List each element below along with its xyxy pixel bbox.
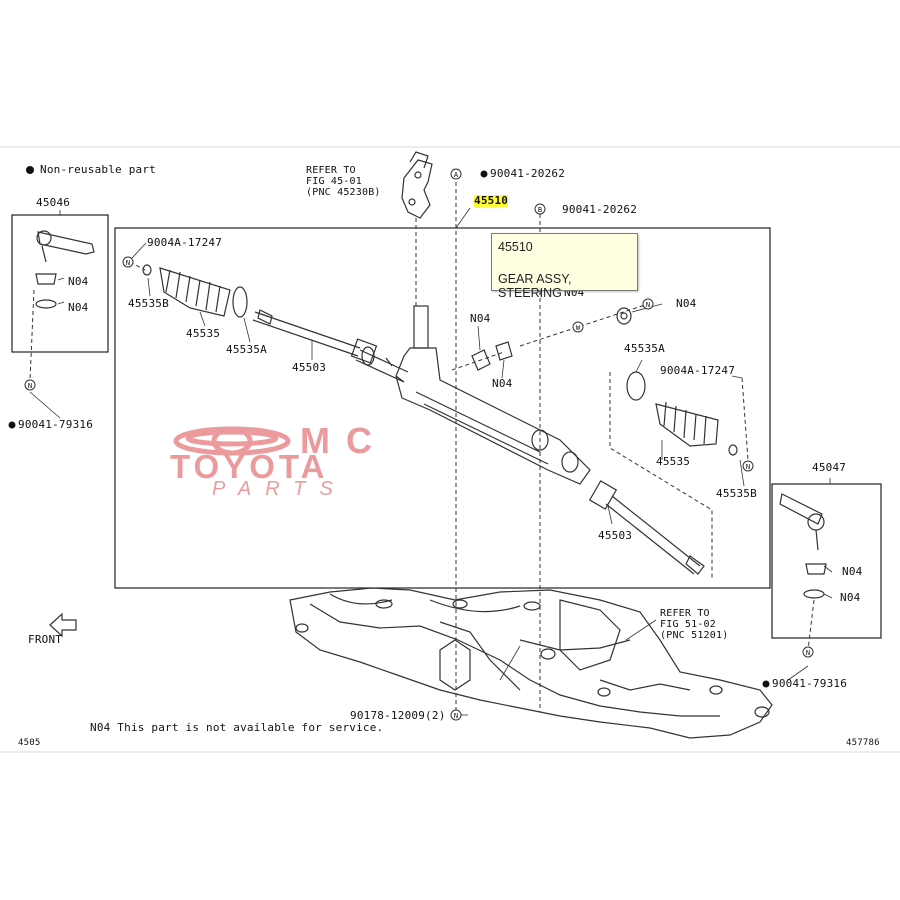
callout-n-bottom — [450, 709, 462, 721]
svg-text:N: N — [746, 463, 750, 471]
tie-rod-end-right-illustration — [779, 493, 827, 599]
callout-n-right — [802, 646, 814, 658]
svg-text:N: N — [28, 382, 32, 390]
toyota-logo-icon — [173, 426, 291, 456]
svg-text:W: W — [576, 324, 581, 332]
leader-lines — [29, 206, 833, 716]
boot-right-illustration — [626, 371, 738, 456]
part-90041-20262-a[interactable]: 90041-20262 — [490, 167, 566, 180]
part-9004a-right[interactable]: 9004A-17247 — [660, 364, 736, 377]
part-45047[interactable]: 45047 — [812, 461, 847, 474]
part-90041-20262-b[interactable]: 90041-20262 — [562, 203, 638, 216]
dashed-connectors — [29, 182, 815, 715]
tooltip-description: GEAR ASSY, STEERING — [498, 272, 572, 300]
non-reusable-dot-icon — [26, 166, 34, 174]
front-arrow-icon — [49, 612, 77, 638]
main-assembly-box — [114, 227, 771, 589]
steering-joint-illustration — [401, 151, 433, 219]
ref-line: FIG 45-01 — [306, 176, 362, 187]
tooltip-part-number: 45510 — [498, 240, 533, 254]
part-90041-79316-left[interactable]: 90041-79316 — [18, 418, 94, 431]
refer-to-fig-51-02[interactable]: REFER TO FIG 51-02 (PNC 51201) — [660, 608, 728, 641]
callout-n-right-mid — [642, 298, 654, 310]
svg-text:N: N — [646, 301, 650, 309]
boot-left-illustration — [142, 264, 248, 318]
ref-line: REFER TO — [306, 165, 356, 176]
tie-rod-left-illustration — [252, 309, 378, 364]
part-45535b-left[interactable]: 45535B — [128, 297, 169, 310]
callout-w — [572, 321, 584, 333]
legend-text: Non-reusable part — [40, 163, 156, 176]
svg-text:A: A — [454, 171, 459, 179]
callout-n-9004a-right — [742, 460, 754, 472]
watermark-parts: PARTS — [212, 478, 347, 500]
part-45503-left[interactable]: 45503 — [292, 361, 327, 374]
part-n04-mid[interactable]: N04 — [470, 312, 491, 325]
ref-line: (PNC 45230B) — [306, 187, 381, 198]
footer-note-code: N04 — [90, 721, 111, 734]
part-9004a-left[interactable]: 9004A-17247 — [147, 236, 223, 249]
tie-rod-end-left-illustration — [35, 230, 95, 309]
part-tooltip: 45510 GEAR ASSY, STEERING — [491, 233, 638, 300]
subframe-illustration — [289, 587, 773, 739]
watermark-mc: MC — [300, 420, 388, 461]
tie-rod-right-illustration — [588, 480, 705, 575]
part-n04-right[interactable]: N04 — [676, 297, 697, 310]
footer-right-code: 457786 — [846, 738, 880, 748]
footer-note-text: This part is not available for service. — [117, 721, 384, 734]
tie-rod-end-left-box — [11, 214, 109, 353]
steering-gear-illustration — [355, 305, 591, 485]
part-45535-right[interactable]: 45535 — [656, 455, 691, 468]
part-45510-highlighted[interactable]: 45510 — [474, 194, 509, 207]
ref-line: FIG 51-02 — [660, 619, 716, 630]
part-n04-left-1[interactable]: N04 — [68, 275, 89, 288]
callout-circles — [24, 168, 814, 721]
non-reusable-dot-icon — [762, 680, 770, 688]
callout-letters: A B N N N N N W N — [28, 171, 810, 720]
tie-rod-end-right-box — [771, 483, 882, 639]
refer-to-fig-45-01[interactable]: REFER TO FIG 45-01 (PNC 45230B) — [306, 165, 381, 198]
svg-text:B: B — [538, 206, 542, 214]
part-90178-12009[interactable]: 90178-12009(2) — [350, 709, 446, 722]
footer-left-code: 4505 — [18, 738, 41, 748]
svg-text:N: N — [126, 259, 130, 267]
part-n04-left-2[interactable]: N04 — [68, 301, 89, 314]
callout-n-9004a-left — [122, 256, 134, 268]
callout-b-top — [534, 203, 546, 215]
ref-line: (PNC 51201) — [660, 630, 729, 641]
ref-line: REFER TO — [660, 608, 710, 619]
watermark-toyota: TOYOTA — [170, 448, 329, 485]
svg-text:N: N — [454, 712, 458, 720]
mount-bushing-illustration — [471, 307, 632, 371]
part-n04-right-2[interactable]: N04 — [840, 591, 861, 604]
non-reusable-dot-icon — [8, 421, 16, 429]
part-n04-mid[interactable]: N04 — [492, 377, 513, 390]
part-45503-right[interactable]: 45503 — [598, 529, 633, 542]
part-n04-right-1[interactable]: N04 — [842, 565, 863, 578]
callout-n-left — [24, 379, 36, 391]
footer-note: N04 This part is not available for servi… — [90, 722, 383, 734]
part-45535a-right[interactable]: 45535A — [624, 342, 665, 355]
part-45535-left[interactable]: 45535 — [186, 327, 221, 340]
front-label: FRONT — [28, 633, 63, 646]
part-90041-79316-right[interactable]: 90041-79316 — [772, 677, 848, 690]
part-45535b-right[interactable]: 45535B — [716, 487, 757, 500]
svg-text:N: N — [806, 649, 810, 657]
non-reusable-dot-icon — [480, 170, 488, 178]
callout-a-top — [450, 168, 462, 180]
part-45535a-left[interactable]: 45535A — [226, 343, 267, 356]
part-45046[interactable]: 45046 — [36, 196, 71, 209]
